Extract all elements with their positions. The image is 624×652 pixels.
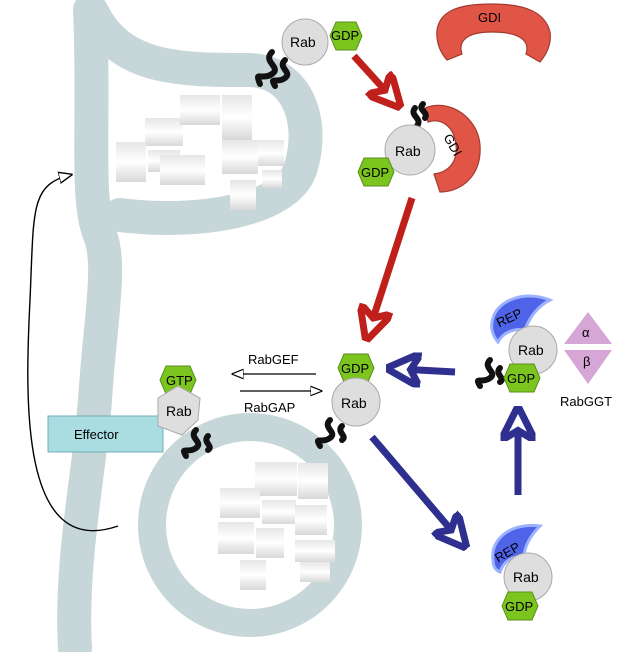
svg-text:Rab: Rab [513, 569, 539, 585]
alpha-subunit [564, 312, 612, 344]
gdi-free: GDI [436, 3, 551, 63]
blue-arrow-rab-to-rep [369, 434, 458, 538]
lipid-anchor-icon [314, 417, 347, 449]
rabggt: α β RabGGT [560, 312, 612, 409]
blue-arrow-rep-to-rab [400, 369, 456, 372]
svg-text:GDI: GDI [478, 10, 501, 25]
red-arrow-2 [370, 196, 416, 328]
svg-text:α: α [582, 325, 590, 340]
svg-text:GDP: GDP [331, 28, 359, 43]
beta-subunit [564, 350, 612, 384]
lipid-anchor-icon [410, 101, 429, 129]
return-arrow [27, 175, 119, 532]
membrane-vesicle [138, 413, 362, 637]
svg-text:Effector: Effector [74, 427, 119, 442]
hexagon-icon [357, 157, 395, 187]
svg-text:GDP: GDP [341, 361, 369, 376]
rabgap-label: RabGAP [244, 400, 295, 415]
cargo-vesicle [218, 462, 335, 590]
rab-gdp-center: GDP Rab [314, 353, 381, 449]
rab-gdi-complex: GDI Rab GDP [357, 101, 481, 193]
svg-text:Rab: Rab [341, 395, 367, 411]
svg-text:β: β [583, 354, 590, 369]
svg-text:Rab: Rab [290, 34, 316, 50]
svg-text:GTP: GTP [166, 373, 193, 388]
hexagon-icon [329, 21, 363, 51]
svg-text:Rab: Rab [166, 403, 192, 419]
red-arrow-1 [351, 53, 392, 98]
rep-rab-gdp-lower: REP Rab GDP [491, 523, 553, 621]
svg-text:Rab: Rab [518, 342, 544, 358]
rep-rab-gdp-upper: REP Rab GDP [474, 294, 558, 393]
lipid-anchor-icon [254, 49, 291, 89]
lipid-anchor-icon [180, 427, 213, 459]
lipid-anchor-icon [474, 357, 505, 389]
hexagon-icon [501, 591, 539, 621]
effector-box [47, 415, 164, 453]
rab-gdp-top: Rab GDP [254, 18, 363, 89]
hexagon-icon [503, 363, 541, 393]
rab-gtp-effector: Effector GTP Rab [47, 365, 213, 459]
svg-text:GDP: GDP [505, 599, 533, 614]
svg-text:Rab: Rab [395, 143, 421, 159]
cargo-upper [116, 95, 284, 210]
svg-text:GDP: GDP [507, 371, 535, 386]
rabgef-label: RabGEF [248, 352, 299, 367]
svg-text:RabGGT: RabGGT [560, 394, 612, 409]
svg-text:GDP: GDP [361, 165, 389, 180]
membrane-golgi [57, 0, 323, 652]
